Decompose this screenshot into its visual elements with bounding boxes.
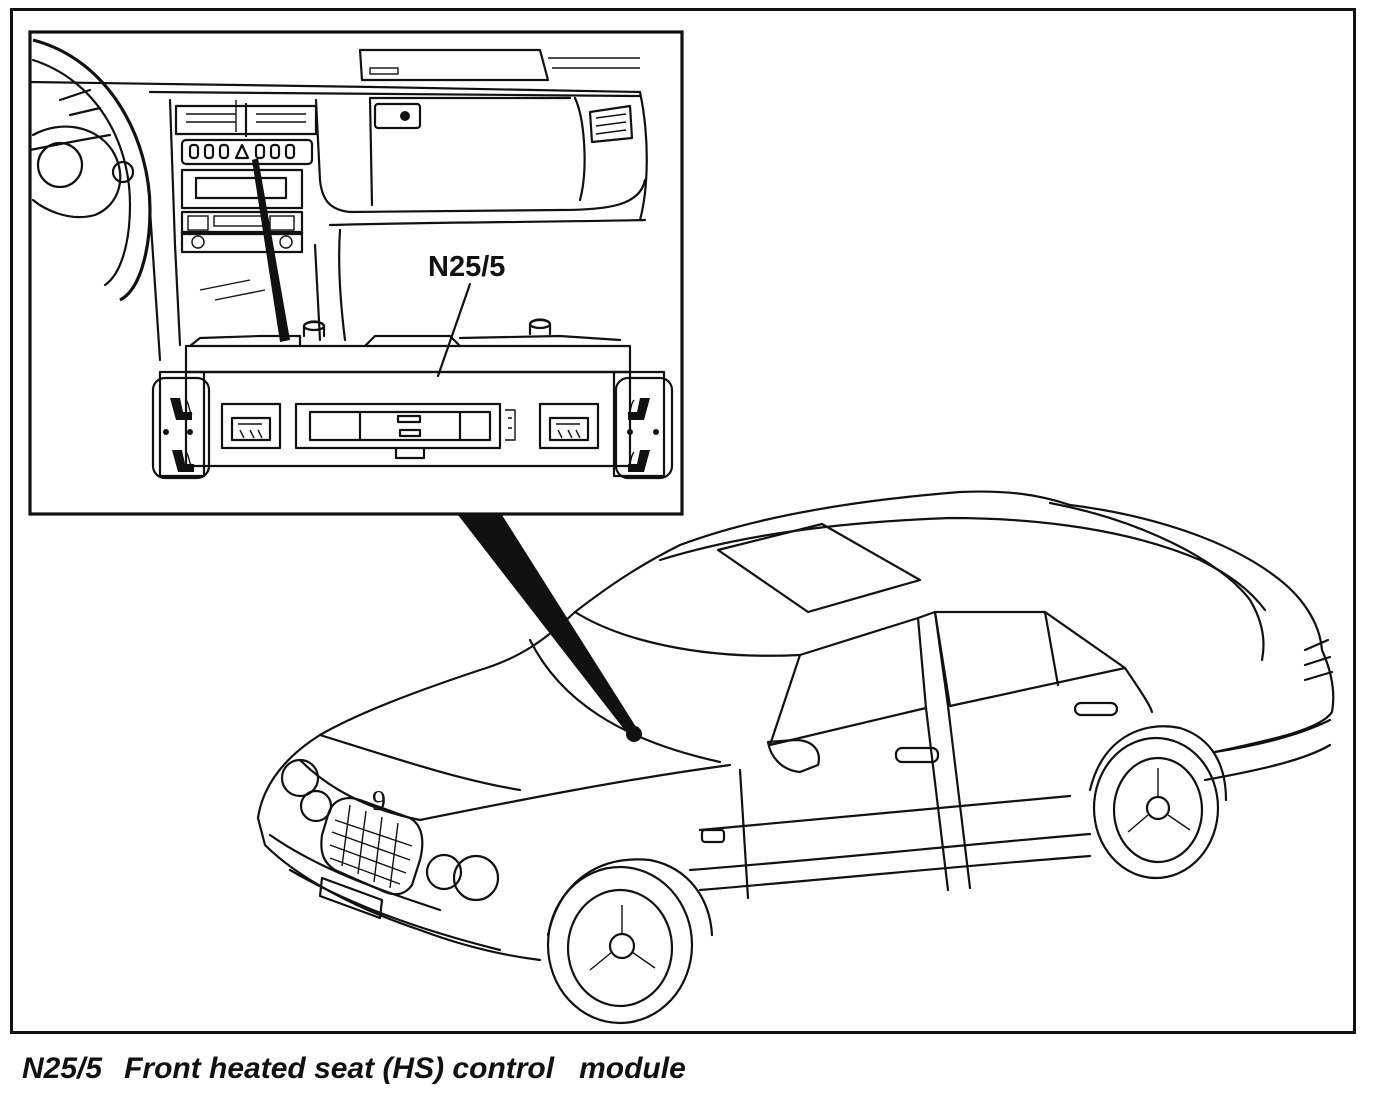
car-hood	[298, 758, 732, 822]
caption-component-code: N25/5	[22, 1052, 103, 1085]
hood-badge: 9	[372, 786, 386, 817]
car-front-wheel	[546, 858, 714, 1025]
car-rear-window	[933, 610, 1127, 708]
car-body-outline	[256, 490, 1335, 820]
car-front-window	[768, 616, 928, 747]
caption-description: Front heated seat (HS) control module	[124, 1052, 686, 1085]
car-grille	[320, 797, 424, 896]
car-roof	[658, 516, 1267, 612]
car-illustration: 9	[256, 490, 1335, 1025]
car-rear-wheel	[1088, 725, 1228, 880]
right-connector	[538, 402, 600, 450]
car-sunroof	[716, 522, 922, 614]
car-mirror	[766, 738, 820, 774]
inset-panel: N25/5	[28, 30, 684, 516]
car-front-bumper	[256, 816, 542, 962]
hs-control-module	[151, 318, 674, 480]
figure-caption: N25/5 Front heated seat (HS) control modu…	[22, 1052, 686, 1086]
center-connector	[294, 402, 516, 460]
car-license-plate	[318, 876, 384, 920]
diagram: 9	[28, 30, 1335, 1025]
right-vent	[588, 90, 648, 222]
left-connector	[220, 402, 282, 450]
inset-callout-label: N25/5	[428, 251, 505, 283]
figure-frame	[10, 8, 1356, 1034]
leader-wedge	[458, 515, 638, 737]
climate-buttons	[180, 138, 314, 166]
left-seat-switch	[151, 376, 211, 480]
right-seat-switch	[614, 376, 674, 480]
car-headlight	[452, 854, 500, 902]
glove-box	[368, 96, 586, 207]
radio-unit	[180, 168, 304, 254]
